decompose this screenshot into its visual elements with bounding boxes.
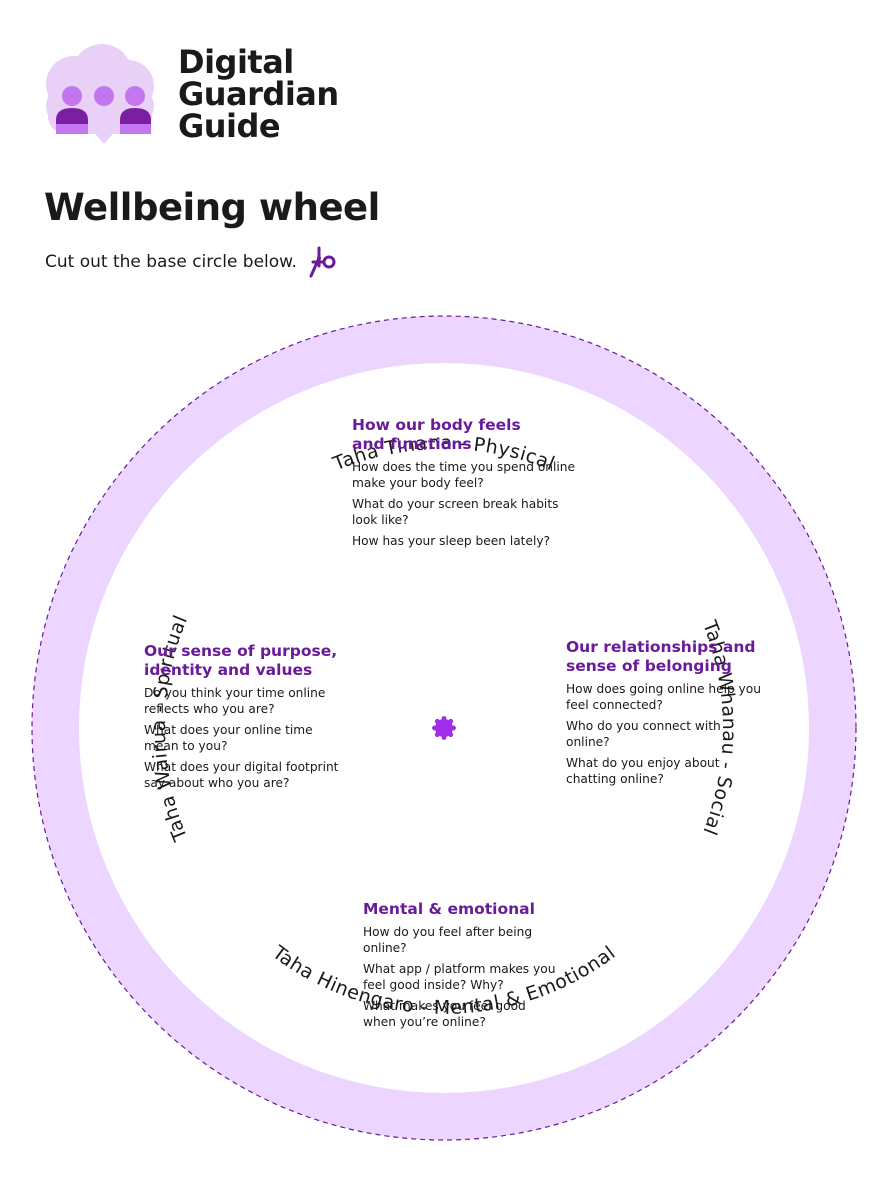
question: What app / platform makes you feel good …: [363, 962, 556, 992]
section-physical: How our body feels and functions How doe…: [352, 416, 592, 556]
brand-line-2: Guardian: [178, 75, 339, 113]
question: What do you enjoy about chatting online?: [566, 756, 720, 786]
page-title: Wellbeing wheel: [44, 186, 380, 229]
section-social-heading: Our relationships and sense of belonging: [566, 638, 756, 675]
instruction-label: Cut out the base circle below.: [45, 252, 297, 272]
section-social: Our relationships and sense of belonging…: [566, 638, 766, 793]
question: Who do you connect with online?: [566, 719, 721, 749]
section-spiritual-heading: Our sense of purpose, identity and value…: [144, 642, 338, 679]
section-mental-heading: Mental & emotional: [363, 900, 535, 918]
question: What does your online time mean to you?: [144, 723, 313, 753]
brand-logo: Digital Guardian Guide: [44, 44, 339, 144]
question: Do you think your time online reflects w…: [144, 686, 326, 716]
scissors-icon: [309, 246, 336, 278]
center-pin-icon: [432, 716, 456, 740]
brand-name: Digital Guardian Guide: [178, 46, 339, 142]
family-cloud-logo-icon: [46, 44, 154, 144]
question: How do you feel after being online?: [363, 925, 533, 955]
question: How has your sleep been lately?: [352, 534, 551, 548]
question: What does your digital footprint say abo…: [144, 760, 339, 790]
instruction-text: Cut out the base circle below.: [45, 244, 341, 280]
brand-line-3: Guide: [178, 107, 281, 145]
brand-line-1: Digital: [178, 43, 294, 81]
question: What do your screen break habits look li…: [352, 497, 559, 527]
section-mental: Mental & emotional How do you feel after…: [363, 900, 573, 1036]
section-spiritual: Our sense of purpose, identity and value…: [144, 642, 356, 797]
question: How does going online help you feel conn…: [566, 682, 761, 712]
question: How does the time you spend online make …: [352, 460, 576, 490]
question: What makes you feel good when you’re onl…: [363, 999, 526, 1029]
section-physical-heading: How our body feels and functions: [352, 416, 521, 453]
